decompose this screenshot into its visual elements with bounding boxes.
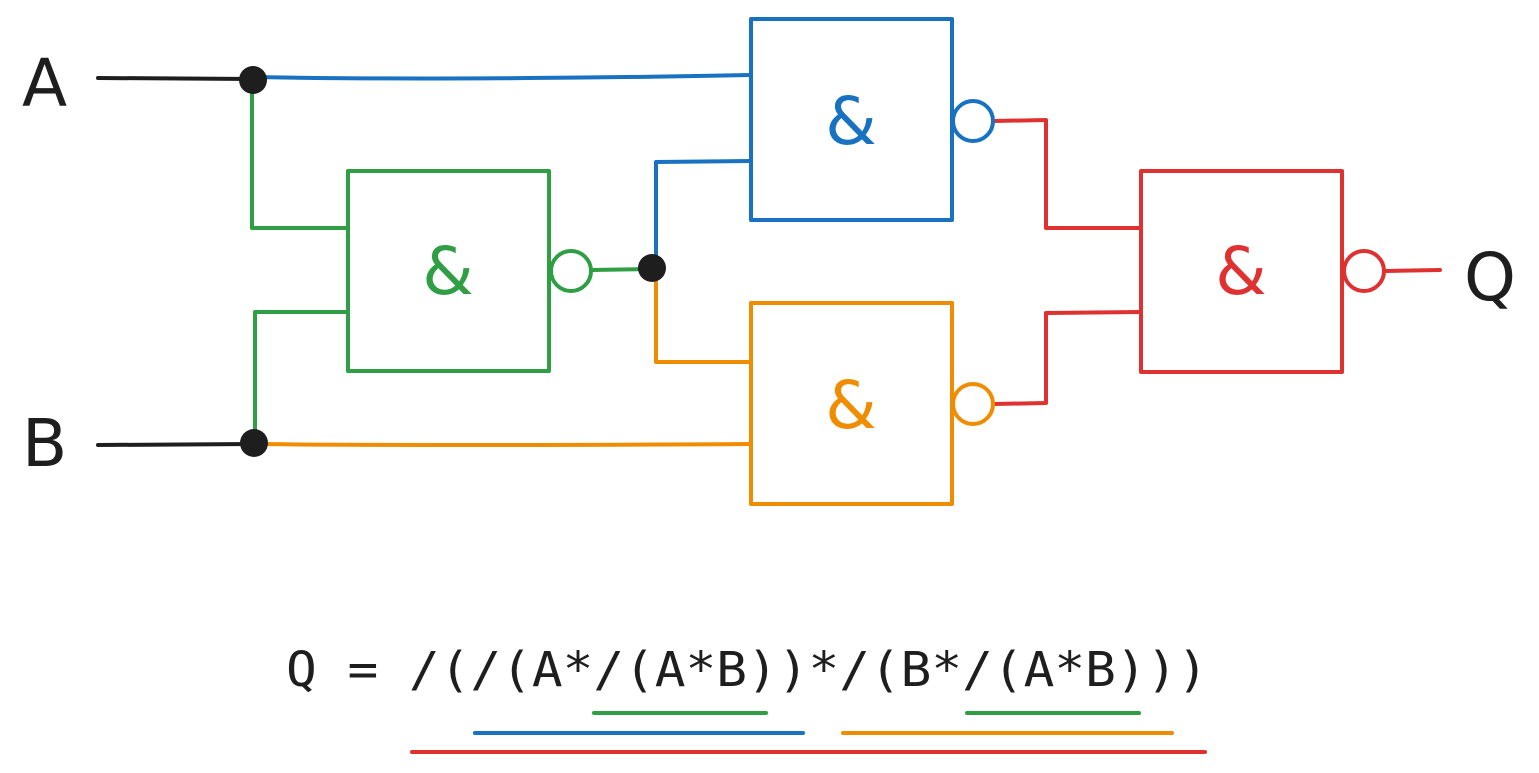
output-label-q: Q — [1464, 239, 1516, 316]
junction-dot-mid — [638, 254, 666, 282]
gate-symbol-red: & — [1215, 233, 1266, 310]
red-wires — [992, 118, 1442, 406]
gate-symbol-orange: & — [825, 367, 876, 444]
nand-gate-orange: & — [749, 301, 995, 506]
input-label-a: A — [22, 45, 67, 122]
blue-wires — [252, 73, 753, 270]
gate-symbol-blue: & — [825, 83, 876, 160]
orange-wires — [254, 268, 753, 448]
junction-dot-a — [239, 66, 267, 94]
output-formula: Q = /(/(A*/(A*B))*/(B*/(A*B))) — [286, 642, 1208, 698]
nand-gate-red: & — [1139, 169, 1386, 374]
junction-dot-b — [240, 429, 268, 457]
formula-underlines — [410, 711, 1207, 754]
nand-gate-green: & — [346, 169, 593, 373]
gate-symbol-green: & — [422, 233, 473, 310]
nand-gate-blue: & — [749, 17, 995, 222]
input-wires — [96, 76, 255, 447]
input-label-b: B — [22, 405, 67, 482]
